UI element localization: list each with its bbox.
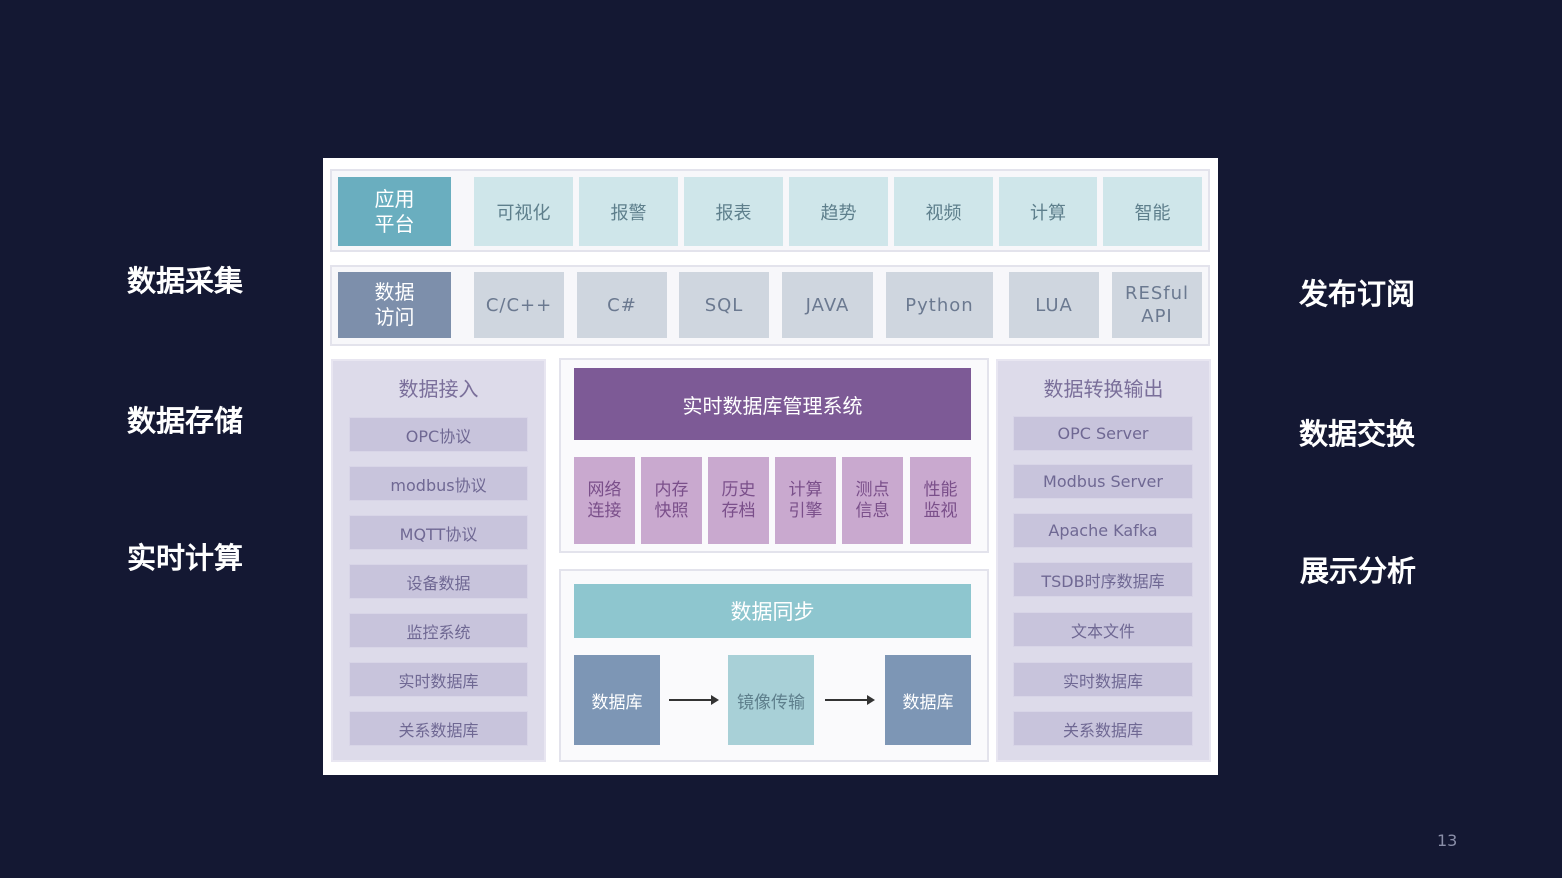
access-cell-python: Python: [886, 272, 993, 338]
arrow-right-icon: [711, 695, 719, 705]
rdbms-module-compute-engine: 计算 引擎: [775, 457, 836, 544]
page-number: 13: [1437, 831, 1458, 850]
data-access-head: 数据 访问: [338, 272, 451, 338]
sync-target-database: 数据库: [885, 655, 971, 745]
right-label-exchange: 数据交换: [1299, 417, 1416, 451]
ingest-item: 监控系统: [349, 613, 528, 648]
rdbms-module-point-info: 测点 信息: [842, 457, 903, 544]
app-cell-visualization: 可视化: [474, 177, 573, 246]
sync-mirror-transfer: 镜像传输: [728, 655, 814, 745]
output-item: 文本文件: [1013, 612, 1193, 647]
output-item: 实时数据库: [1013, 662, 1193, 697]
access-cell-cpp: C/C++: [474, 272, 564, 338]
output-title: 数据转换输出: [1043, 376, 1164, 401]
rdbms-module-history-archive: 历史 存档: [708, 457, 769, 544]
output-item: TSDB时序数据库: [1013, 562, 1193, 597]
ingest-item: modbus协议: [349, 466, 528, 501]
app-cell-video: 视频: [894, 177, 993, 246]
ingest-item: 关系数据库: [349, 711, 528, 746]
left-label-storage: 数据存储: [127, 404, 244, 438]
architecture-diagram: 应用 平台 可视化 报警 报表 趋势 视频 计算 智能 数据 访问 C/C++ …: [323, 158, 1218, 775]
ingest-item: MQTT协议: [349, 515, 528, 550]
right-label-display: 展示分析: [1300, 554, 1417, 588]
app-cell-trend: 趋势: [789, 177, 888, 246]
ingest-title: 数据接入: [398, 376, 479, 401]
right-label-pubsub: 发布订阅: [1299, 277, 1416, 311]
ingest-item: 设备数据: [349, 564, 528, 599]
rdbms-module-network: 网络 连接: [574, 457, 635, 544]
output-item: 关系数据库: [1013, 711, 1193, 746]
sync-arrow-1: [669, 699, 713, 701]
access-cell-lua: LUA: [1009, 272, 1099, 338]
output-item: Apache Kafka: [1013, 513, 1193, 548]
app-cell-intelligence: 智能: [1103, 177, 1202, 246]
app-cell-report: 报表: [684, 177, 783, 246]
app-cell-compute: 计算: [999, 177, 1097, 246]
access-cell-restful-api: RESful API: [1112, 272, 1202, 338]
app-cell-alarm: 报警: [579, 177, 678, 246]
left-label-collection: 数据采集: [127, 264, 244, 298]
rdbms-module-memory-snapshot: 内存 快照: [641, 457, 702, 544]
left-label-realtime-compute: 实时计算: [127, 541, 244, 575]
sync-source-database: 数据库: [574, 655, 660, 745]
access-cell-csharp: C#: [577, 272, 667, 338]
rdbms-title: 实时数据库管理系统: [574, 368, 971, 440]
output-item: Modbus Server: [1013, 464, 1193, 499]
ingest-item: OPC协议: [349, 417, 528, 452]
sync-arrow-2: [825, 699, 869, 701]
sync-title: 数据同步: [574, 584, 971, 638]
arrow-right-icon: [867, 695, 875, 705]
app-platform-head: 应用 平台: [338, 177, 451, 246]
ingest-item: 实时数据库: [349, 662, 528, 697]
rdbms-module-performance-monitor: 性能 监视: [910, 457, 971, 544]
access-cell-sql: SQL: [679, 272, 769, 338]
output-item: OPC Server: [1013, 416, 1193, 451]
access-cell-java: JAVA: [782, 272, 873, 338]
